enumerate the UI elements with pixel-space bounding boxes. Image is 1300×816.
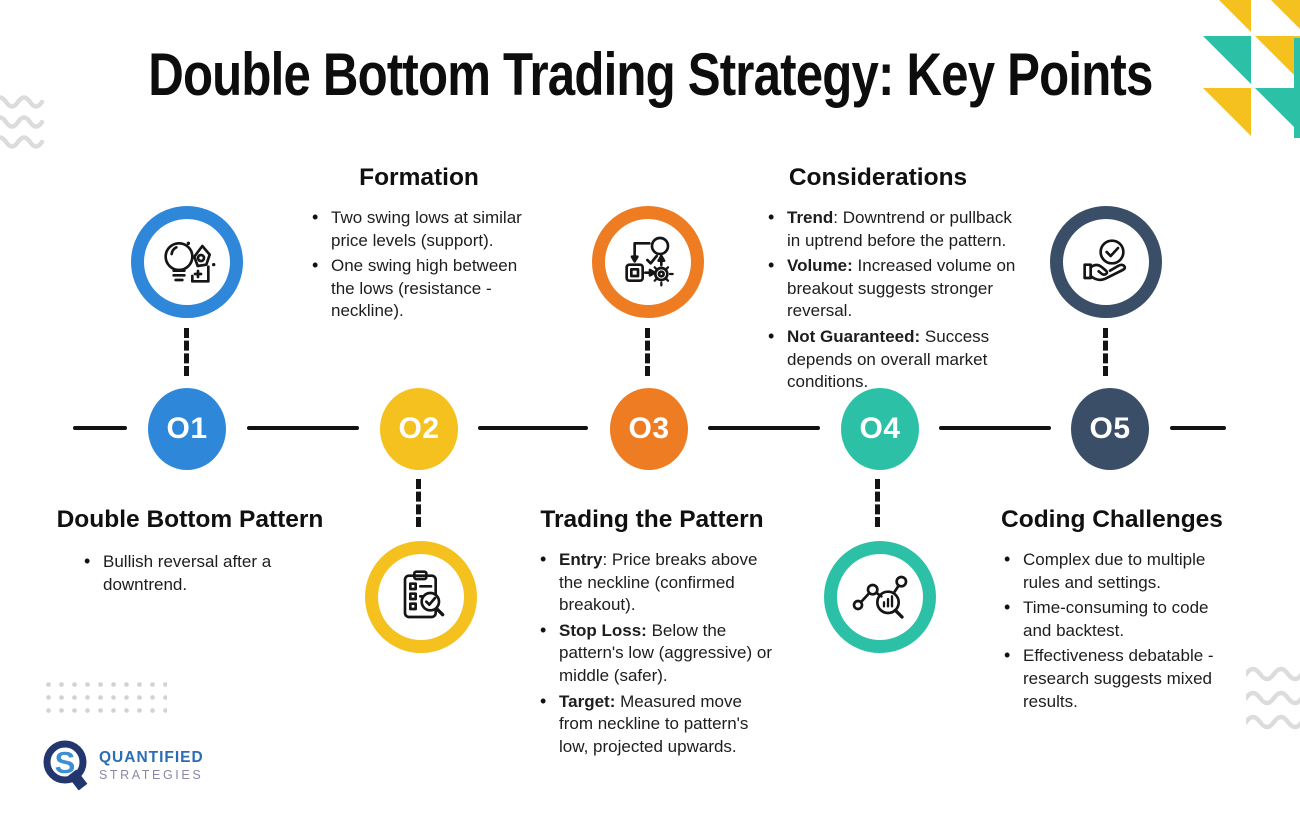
dashed-connector <box>416 479 421 527</box>
wavy-lines-left-decoration <box>0 95 45 149</box>
bullet-item: Effectiveness debatable - research sugge… <box>1002 644 1224 713</box>
section-heading-pattern: Double Bottom Pattern <box>56 506 324 533</box>
checklist-ring-step2 <box>365 541 477 653</box>
bullet-item: Trend: Downtrend or pullback in uptrend … <box>766 206 1024 252</box>
dashed-connector <box>1103 328 1108 376</box>
timeline-node-2: O2 <box>380 388 458 470</box>
timeline-node-label: O4 <box>859 412 901 445</box>
page-title: Double Bottom Trading Strategy: Key Poin… <box>147 41 1153 108</box>
section-heading-coding: Coding Challenges <box>1001 506 1223 533</box>
timeline-node-3: O3 <box>610 388 688 470</box>
page-title-wrap: Double Bottom Trading Strategy: Key Poin… <box>0 40 1300 109</box>
pattern-bullet-list: Bullish reversal after a downtrend. <box>82 550 287 599</box>
bullet-item: One swing high between the lows (resista… <box>310 254 536 323</box>
timeline-node-label: O3 <box>628 412 670 445</box>
triangle-decoration <box>1203 0 1251 32</box>
bullet-item: Stop Loss: Below the pattern's low (aggr… <box>538 619 780 688</box>
bullet-item: Complex due to multiple rules and settin… <box>1002 548 1224 594</box>
timeline-segment <box>939 426 1051 430</box>
bullet-item: Bullish reversal after a downtrend. <box>82 550 287 596</box>
triangle-decoration <box>1255 0 1300 32</box>
process-ring-step3 <box>592 206 704 318</box>
bullet-item: Entry: Price breaks above the neckline (… <box>538 548 780 617</box>
dashed-connector <box>875 479 880 527</box>
timeline-segment <box>478 426 588 430</box>
checklist-clipboard-icon <box>403 570 445 619</box>
hand-holding-checkmark-icon <box>1083 239 1127 282</box>
trading-bullet-list: Entry: Price breaks above the neckline (… <box>538 548 780 761</box>
coding-bullet-list: Complex due to multiple rules and settin… <box>1002 548 1224 716</box>
formation-bullet-list: Two swing lows at similar price levels (… <box>310 206 536 326</box>
lightbulb-pen-idea-icon <box>164 241 216 283</box>
timeline-node-label: O1 <box>166 412 208 445</box>
dots-grid-decoration <box>40 676 167 721</box>
section-heading-formation: Formation <box>359 164 479 191</box>
brand-logo-text: QUANTIFIED STRATEGIES <box>99 749 204 782</box>
timeline-node-1: O1 <box>148 388 226 470</box>
timeline-node-label: O2 <box>398 412 440 445</box>
bullet-item: Two swing lows at similar price levels (… <box>310 206 536 252</box>
dashed-connector <box>184 328 189 376</box>
brand-name-line2: STRATEGIES <box>99 767 204 782</box>
considerations-bullet-list: Trend: Downtrend or pullback in uptrend … <box>766 206 1024 397</box>
timeline-node-4: O4 <box>841 388 919 470</box>
bullet-item: Not Guaranteed: Success depends on overa… <box>766 325 1024 394</box>
idea-ring-step1 <box>131 206 243 318</box>
dashed-connector <box>645 328 650 376</box>
triangle-edge-strip <box>1294 38 1300 138</box>
svg-text:S: S <box>55 745 76 780</box>
considerations-ring-step5 <box>1050 206 1162 318</box>
chart-magnifier-analysis-icon <box>852 575 908 619</box>
quantified-strategies-q-logo: S <box>43 740 88 791</box>
bullet-item: Target: Measured move from neckline to p… <box>538 690 780 759</box>
timeline-segment <box>247 426 359 430</box>
bullet-item: Volume: Increased volume on breakout sug… <box>766 254 1024 323</box>
timeline-segment <box>73 426 127 430</box>
brand-name-line1: QUANTIFIED <box>99 748 204 766</box>
section-heading-considerations: Considerations <box>788 164 968 191</box>
brand-logo: S QUANTIFIED STRATEGIES <box>40 738 204 792</box>
bullet-item: Time-consuming to code and backtest. <box>1002 596 1224 642</box>
wavy-lines-right-decoration <box>1246 666 1300 730</box>
timeline-segment <box>1170 426 1226 430</box>
timeline-segment <box>708 426 820 430</box>
section-heading-trading: Trading the Pattern <box>540 506 764 533</box>
workflow-process-gear-icon <box>625 236 674 287</box>
timeline-node-5: O5 <box>1071 388 1149 470</box>
timeline-node-label: O5 <box>1089 412 1131 445</box>
analysis-ring-step4 <box>824 541 936 653</box>
